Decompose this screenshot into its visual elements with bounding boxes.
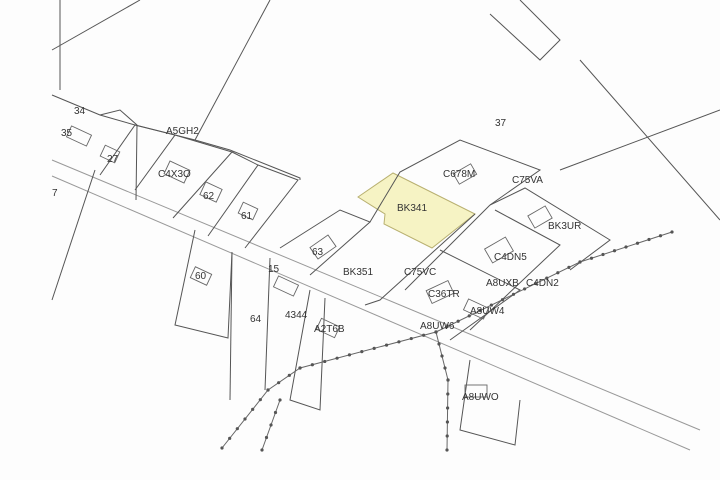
parcel-label[interactable]: A8UWO — [462, 392, 499, 403]
power-pole-marker — [446, 378, 450, 382]
power-pole-marker — [287, 373, 291, 377]
power-pole-marker — [258, 398, 262, 402]
power-pole-marker — [443, 366, 447, 370]
power-pole-marker — [298, 366, 302, 370]
parcel-boundaries — [51, 0, 720, 446]
power-pole-marker — [456, 319, 460, 323]
power-pole-marker — [534, 281, 538, 286]
power-pole-marker — [670, 230, 674, 234]
parcel-label[interactable]: BK351 — [343, 267, 373, 278]
power-pole-marker — [437, 342, 441, 346]
parcel-label[interactable]: C4X3O — [158, 169, 191, 180]
power-pole-marker — [335, 356, 339, 360]
parcel-label[interactable]: A5GH2 — [166, 126, 199, 137]
parcel-label[interactable]: C75VA — [512, 175, 543, 186]
parcel-label[interactable]: A8UW6 — [420, 321, 455, 332]
power-pole-marker — [251, 407, 255, 411]
power-pole-marker — [220, 446, 224, 450]
parcel-label[interactable]: 27 — [107, 154, 119, 165]
power-pole-marker — [445, 448, 449, 452]
parcel-label[interactable]: A8UW4 — [470, 306, 505, 317]
power-pole-marker — [310, 363, 314, 367]
parcel-label[interactable]: A2T6B — [314, 324, 345, 335]
power-pole-marker — [397, 340, 401, 344]
power-pole-marker — [440, 354, 444, 358]
parcel-label[interactable]: C678M — [443, 169, 475, 180]
power-pole-marker — [589, 256, 594, 260]
power-pole-marker — [647, 237, 651, 242]
parcel-label[interactable]: C4DN2 — [526, 278, 559, 289]
power-pole-marker — [243, 417, 247, 421]
parcel-label[interactable]: C4DN5 — [494, 252, 527, 263]
power-pole-marker — [511, 292, 516, 296]
power-pole-marker — [489, 303, 493, 307]
selected-parcel-bk341[interactable] — [357, 172, 476, 249]
power-pole-marker — [601, 252, 605, 257]
power-pole-marker — [384, 343, 389, 347]
power-pole-marker — [260, 448, 264, 452]
parcel-label-selected[interactable]: BK341 — [397, 203, 427, 214]
parcel-label[interactable]: BK3UR — [548, 221, 581, 232]
parcel-label[interactable]: 4344 — [285, 310, 308, 321]
power-pole-marker — [264, 435, 269, 440]
power-pole-marker — [612, 249, 617, 253]
power-pole-marker — [445, 420, 449, 424]
power-pole-marker — [578, 260, 582, 264]
power-pole-marker — [347, 353, 352, 357]
road-edge-south — [51, 175, 691, 451]
power-pole-marker — [445, 434, 449, 438]
power-pole-marker — [478, 308, 482, 313]
parcel-label[interactable]: 7 — [52, 188, 58, 199]
power-pole-marker — [409, 336, 413, 341]
road-edge-north — [51, 159, 701, 431]
power-pole-marker — [235, 427, 239, 431]
power-pole-marker — [635, 241, 640, 245]
power-pole-marker — [277, 381, 281, 385]
power-pole-marker — [278, 398, 282, 402]
power-pole-marker — [567, 265, 571, 269]
parcel-label[interactable]: 37 — [495, 118, 507, 129]
power-pole-marker — [523, 287, 527, 291]
power-pole-marker — [658, 234, 663, 238]
parcel-label[interactable]: 62 — [203, 191, 215, 202]
parcel-label[interactable]: 63 — [312, 247, 324, 258]
parcel-label[interactable]: 15 — [268, 264, 280, 275]
power-pole-marker — [624, 245, 628, 249]
parcel-label[interactable]: 35 — [61, 128, 73, 139]
power-pole-marker — [360, 350, 364, 354]
power-pole-marker — [556, 271, 560, 275]
parcel-label[interactable]: 34 — [74, 106, 86, 117]
power-pole-marker — [446, 392, 450, 396]
power-pole-marker — [500, 298, 505, 302]
power-pole-marker — [228, 436, 232, 440]
parcel-label[interactable]: 61 — [241, 211, 253, 222]
parcel-label[interactable]: 60 — [195, 271, 207, 282]
power-pole-marker — [266, 388, 270, 392]
power-line — [220, 230, 674, 452]
power-pole-marker — [422, 333, 426, 337]
power-pole-marker — [273, 410, 278, 415]
parcel-label[interactable]: 64 — [250, 314, 262, 325]
power-pole-marker — [269, 423, 273, 427]
parcel-label[interactable]: C75VC — [404, 267, 436, 278]
power-pole-marker — [372, 346, 376, 350]
parcel-label[interactable]: C36TR — [428, 289, 460, 300]
parcel-label[interactable]: A8UXB — [486, 278, 519, 289]
power-pole-marker — [445, 325, 449, 329]
power-pole-marker — [446, 406, 450, 410]
buildings — [65, 125, 553, 398]
power-pole-marker — [467, 314, 471, 318]
power-pole-marker — [323, 359, 327, 364]
power-pole-marker — [434, 330, 438, 334]
power-pole-marker — [545, 276, 549, 280]
